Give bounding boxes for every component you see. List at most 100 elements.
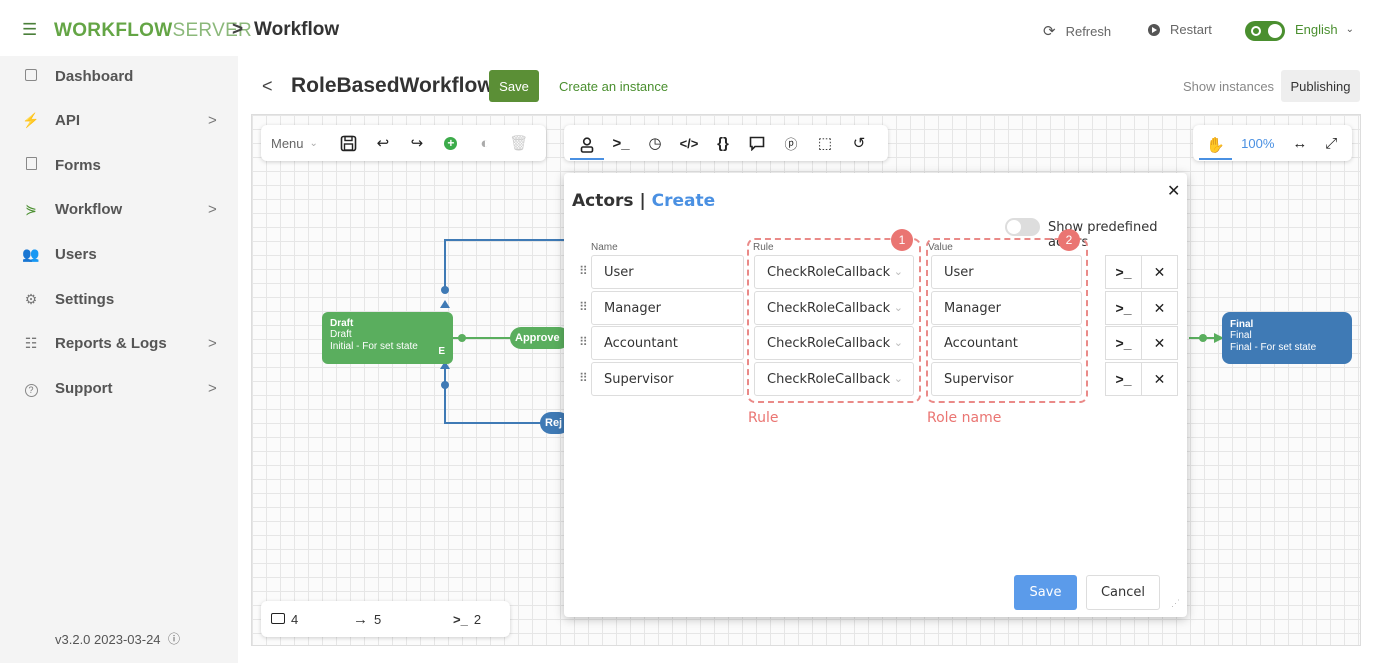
drag-handle-icon[interactable]: ⠿ <box>579 264 588 278</box>
close-icon[interactable]: ✕ <box>1167 183 1181 200</box>
save-button[interactable]: Save <box>489 70 539 102</box>
close-icon: ✕ <box>1153 370 1166 387</box>
restart-button[interactable]: Restart <box>1148 22 1212 37</box>
draft-activity-node[interactable]: Draft Draft Initial - For set state E <box>322 312 453 364</box>
annotation-role-name-label: Role name <box>927 410 1002 426</box>
fit-width-icon[interactable]: ↔ <box>1292 134 1308 152</box>
close-icon: ✕ <box>1153 263 1166 280</box>
dialog-cancel-button[interactable]: Cancel <box>1086 575 1160 610</box>
sidebar-item-settings[interactable]: ⚙ Settings <box>0 284 238 314</box>
show-predefined-toggle[interactable] <box>1005 218 1040 236</box>
actor-name-field[interactable]: Accountant <box>591 326 744 360</box>
annotation-badge-2: 2 <box>1058 229 1080 251</box>
actor-value-field[interactable]: Accountant <box>931 326 1082 360</box>
final-activity-node[interactable]: Final Final Final - For set state <box>1222 312 1352 364</box>
sidebar-item-reports-logs[interactable]: ☷ Reports & Logs > <box>0 328 238 358</box>
refresh-icon: ⟳ <box>1043 23 1056 40</box>
toggle-icon[interactable]: ◐ <box>480 134 490 152</box>
select-area-icon[interactable]: ⬚ <box>817 135 833 152</box>
fullscreen-icon[interactable]: ⤢ <box>1325 134 1338 152</box>
process-parameter-icon[interactable]: ⓟ <box>784 136 798 152</box>
refresh-button[interactable]: ⟳ Refresh <box>1043 23 1112 40</box>
actor-value-field[interactable]: Manager <box>931 291 1082 325</box>
info-icon[interactable]: ⓘ <box>168 632 181 646</box>
drag-handle-icon[interactable]: ⠿ <box>579 300 588 314</box>
add-circle-icon[interactable]: + <box>434 125 468 161</box>
comment-icon[interactable] <box>740 125 774 161</box>
drag-handle-icon[interactable]: ⠿ <box>579 371 588 385</box>
column-header-name: Name <box>591 242 618 253</box>
breadcrumb-separator: > <box>232 19 244 40</box>
sidebar-item-forms[interactable]: Forms <box>0 150 238 180</box>
annotation-rule-label: Rule <box>748 410 779 426</box>
actor-code-button[interactable]: >_ <box>1105 326 1142 360</box>
drag-handle-icon[interactable]: ⠿ <box>579 335 588 349</box>
trash-icon[interactable]: 🗑 <box>509 135 529 152</box>
approve-transition-label[interactable]: Approve <box>510 327 570 349</box>
workflow-icon: ⋟ <box>25 200 37 217</box>
actor-rule-select[interactable]: CheckRoleCallback ⌄ <box>754 362 914 396</box>
actor-rule-select[interactable]: CheckRoleCallback ⌄ <box>754 291 914 325</box>
chevron-down-icon: ⌄ <box>893 372 903 385</box>
language-select[interactable]: English ⌄ <box>1295 22 1355 37</box>
theme-toggle[interactable] <box>1245 21 1285 41</box>
show-instances-link[interactable]: Show instances <box>1183 79 1275 94</box>
rule-annotation-box <box>747 238 921 403</box>
dialog-save-button[interactable]: Save <box>1014 575 1077 610</box>
sidebar-item-support[interactable]: ? Support > <box>0 373 238 403</box>
actor-delete-button[interactable]: ✕ <box>1141 291 1178 325</box>
actor-value-field[interactable]: Supervisor <box>931 362 1082 396</box>
hamburger-menu-icon[interactable]: ☰ <box>22 20 38 39</box>
activities-counter[interactable]: 4 <box>271 612 353 627</box>
actor-code-button[interactable]: >_ <box>1105 255 1142 289</box>
pan-hand-icon[interactable]: ✋ <box>1199 132 1233 160</box>
draft-node-subtitle: Draft <box>330 329 352 340</box>
actor-delete-button[interactable]: ✕ <box>1141 362 1178 396</box>
actor-name-field[interactable]: User <box>591 255 744 289</box>
actor-name-field[interactable]: Manager <box>591 291 744 325</box>
undo-icon[interactable]: ↩ <box>376 135 390 152</box>
transitions-counter[interactable]: → 5 <box>353 610 382 628</box>
brand-logo[interactable]: WORKFLOWSERVER <box>54 20 253 41</box>
version-label: v3.2.0 2023-03-24 <box>55 632 161 647</box>
actors-user-icon[interactable] <box>570 132 604 160</box>
commands-counter[interactable]: >_ 2 <box>453 611 482 627</box>
create-instance-link[interactable]: Create an instance <box>559 79 669 94</box>
command-terminal-icon: >_ <box>1115 300 1132 316</box>
sidebar-item-workflow[interactable]: ⋟ Workflow > <box>0 194 238 224</box>
reports-icon: ☷ <box>24 334 38 351</box>
command-terminal-icon: >_ <box>1115 335 1132 351</box>
resize-handle-icon[interactable]: ⋰ <box>1171 598 1180 608</box>
chevron-down-icon: ⌄ <box>893 301 903 314</box>
actor-name-field[interactable]: Supervisor <box>591 362 744 396</box>
sidebar-item-users[interactable]: 👥 Users <box>22 245 97 263</box>
plug-icon: ⚡ <box>22 111 40 128</box>
command-terminal-icon[interactable]: >_ <box>612 134 630 152</box>
menu-dropdown[interactable]: Menu ⌄ <box>271 135 318 151</box>
publishing-button[interactable]: Publishing <box>1281 70 1360 102</box>
top-bar: ☰ WORKFLOWSERVER > Workflow ⟳ Refresh Re… <box>0 0 1378 56</box>
actor-code-button[interactable]: >_ <box>1105 291 1142 325</box>
redo-icon[interactable]: ↪ <box>410 135 424 152</box>
sidebar-item-dashboard[interactable]: Dashboard <box>0 61 238 91</box>
zoom-level[interactable]: 100% <box>1241 135 1275 151</box>
parameters-braces-icon[interactable]: {} <box>717 134 729 152</box>
actor-code-button[interactable]: >_ <box>1105 362 1142 396</box>
actor-delete-button[interactable]: ✕ <box>1141 326 1178 360</box>
sidebar-item-api[interactable]: ⚡ API > <box>22 111 217 129</box>
back-chevron-icon[interactable]: < <box>262 76 273 96</box>
code-icon[interactable]: </> <box>679 135 699 151</box>
final-node-desc: Final - For set state <box>1230 342 1317 353</box>
save-icon[interactable] <box>332 125 366 161</box>
history-icon[interactable]: ↺ <box>852 135 866 152</box>
actor-rule-select[interactable]: CheckRoleCallback ⌄ <box>754 255 914 289</box>
workflow-title: RoleBasedWorkflow <box>291 74 494 97</box>
final-node-subtitle: Final <box>1230 330 1252 341</box>
actor-value-field[interactable]: User <box>931 255 1082 289</box>
actor-delete-button[interactable]: ✕ <box>1141 255 1178 289</box>
chevron-down-icon: ⌄ <box>309 137 318 149</box>
edit-toolbar: Menu ⌄ ↩ ↪ + ◐ 🗑 <box>261 125 546 161</box>
reject-transition-label[interactable]: Rej <box>540 412 570 434</box>
actor-rule-select[interactable]: CheckRoleCallback ⌄ <box>754 326 914 360</box>
timer-clock-icon[interactable]: ◷ <box>648 135 662 152</box>
